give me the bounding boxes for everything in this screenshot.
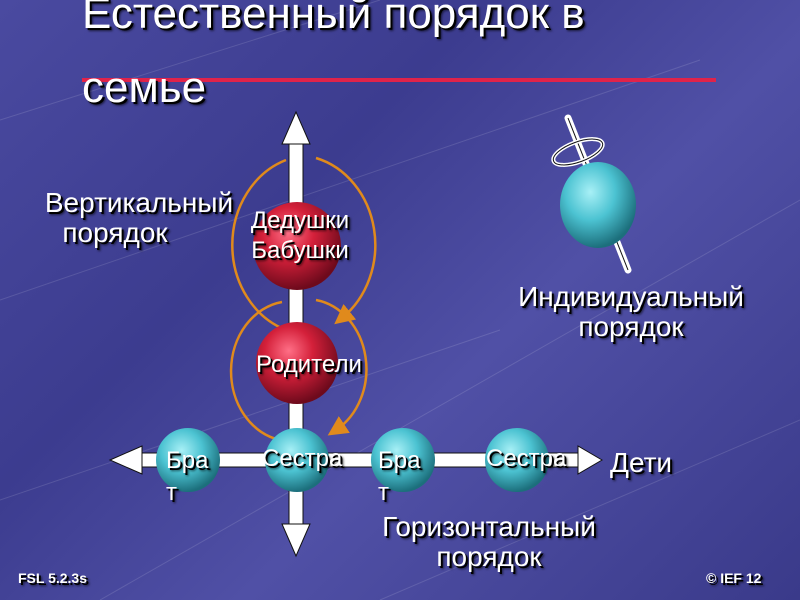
- brother1-label: Бра т: [166, 448, 212, 506]
- horizontal-order-label: Горизонтальный порядок: [362, 512, 616, 572]
- grandparents-label-line1: Дедушки: [250, 207, 350, 234]
- vertical-order-label-line1: Вертикальный: [44, 187, 234, 218]
- brother2-sphere: [371, 428, 435, 492]
- vertical-cycle-arc-lower: [229, 298, 368, 440]
- brother2-label-line2: т: [378, 479, 389, 506]
- sister2-label: Сестра: [486, 445, 567, 472]
- grandparents-sphere: [253, 202, 341, 290]
- sister1-label: Сестра: [262, 445, 343, 472]
- brother2-label: Бра т: [378, 448, 424, 506]
- grandparents-label: Дедушки Бабушки: [230, 208, 370, 264]
- horizontal-order-label-line1: Горизонтальный: [382, 511, 596, 542]
- brother1-label-line1: Бра: [166, 447, 209, 474]
- vertical-order-label: Вертикальный порядок: [30, 188, 248, 248]
- parents-sphere: [256, 322, 338, 404]
- page-title: Естественный порядок в: [82, 0, 585, 38]
- sister2-sphere: [485, 428, 549, 492]
- horizontal-axis: [108, 445, 603, 475]
- footer-code: FSL 5.2.3s: [18, 570, 88, 586]
- vertical-cycle-arc-upper: [231, 156, 377, 330]
- vertical-order-label-line2: порядок: [62, 217, 168, 248]
- sister1-sphere: [265, 428, 329, 492]
- page-title-line2: семье: [82, 63, 207, 112]
- brother1-sphere: [156, 428, 220, 492]
- individual-sphere: [560, 162, 636, 248]
- grandparents-label-line2: Бабушки: [251, 237, 349, 264]
- brother1-label-line2: т: [166, 479, 177, 506]
- individual-order-label-line2: порядок: [578, 311, 684, 342]
- individual-sphere-group: [551, 114, 636, 274]
- horizontal-order-label-line2: порядок: [436, 541, 542, 572]
- individual-order-label: Индивидуальный порядок: [500, 282, 762, 342]
- footer-copyright: © IEF 12: [706, 570, 762, 586]
- individual-order-label-line1: Индивидуальный: [518, 281, 744, 312]
- brother2-label-line1: Бра: [378, 447, 421, 474]
- children-label: Дети: [610, 447, 673, 478]
- parents-label: Родители: [256, 351, 362, 378]
